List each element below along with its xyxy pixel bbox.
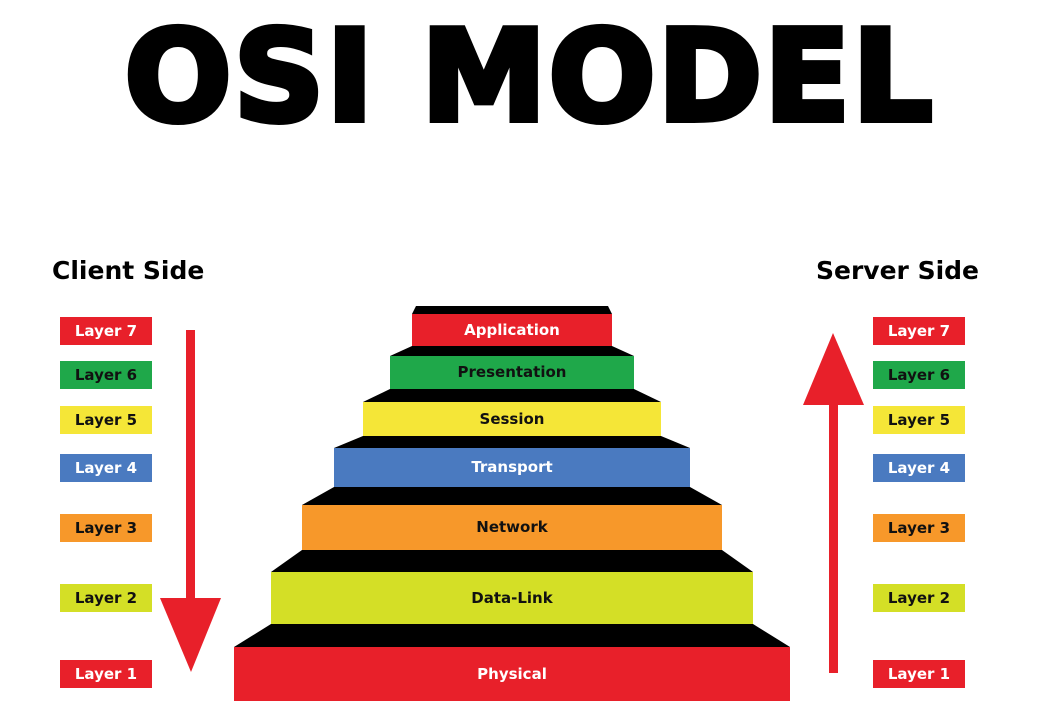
client-layer-badge: Layer 3 (60, 514, 152, 542)
stair-step-transport: Transport (334, 448, 690, 487)
down-arrow-shaft (186, 330, 195, 610)
client-layer-badge: Layer 7 (60, 317, 152, 345)
stair-shadow (412, 306, 612, 314)
stair-step-data-link: Data-Link (271, 572, 753, 624)
direction-arrows (160, 330, 864, 673)
client-layer-badge: Layer 4 (60, 454, 152, 482)
up-arrow-shaft (829, 398, 838, 673)
client-layer-badge: Layer 5 (60, 406, 152, 434)
stair-step-application: Application (412, 314, 612, 346)
server-layer-badge: Layer 4 (873, 454, 965, 482)
stair-shadow (390, 346, 634, 356)
client-layer-badge: Layer 6 (60, 361, 152, 389)
stair-shadow (302, 487, 722, 505)
client-layer-badge: Layer 2 (60, 584, 152, 612)
server-layer-badge: Layer 2 (873, 584, 965, 612)
diagram-title: OSI MODEL (121, 3, 935, 150)
staircase-shadows (234, 306, 790, 647)
server-layer-badge: Layer 5 (873, 406, 965, 434)
server-side-heading: Server Side (816, 256, 980, 285)
server-layer-badge: Layer 7 (873, 317, 965, 345)
stair-shadow (363, 389, 661, 402)
server-layer-badge: Layer 1 (873, 660, 965, 688)
up-arrow-head-icon (803, 333, 864, 405)
stair-shadow (234, 624, 790, 647)
client-layer-badge: Layer 1 (60, 660, 152, 688)
stair-step-physical: Physical (234, 647, 790, 701)
stair-shadow (334, 436, 690, 448)
server-layer-badge: Layer 6 (873, 361, 965, 389)
stair-step-session: Session (363, 402, 661, 436)
stair-step-network: Network (302, 505, 722, 550)
stair-shadow (271, 550, 753, 572)
stair-step-presentation: Presentation (390, 356, 634, 389)
server-layer-badge: Layer 3 (873, 514, 965, 542)
client-side-heading: Client Side (52, 256, 205, 285)
down-arrow-head-icon (160, 598, 221, 672)
